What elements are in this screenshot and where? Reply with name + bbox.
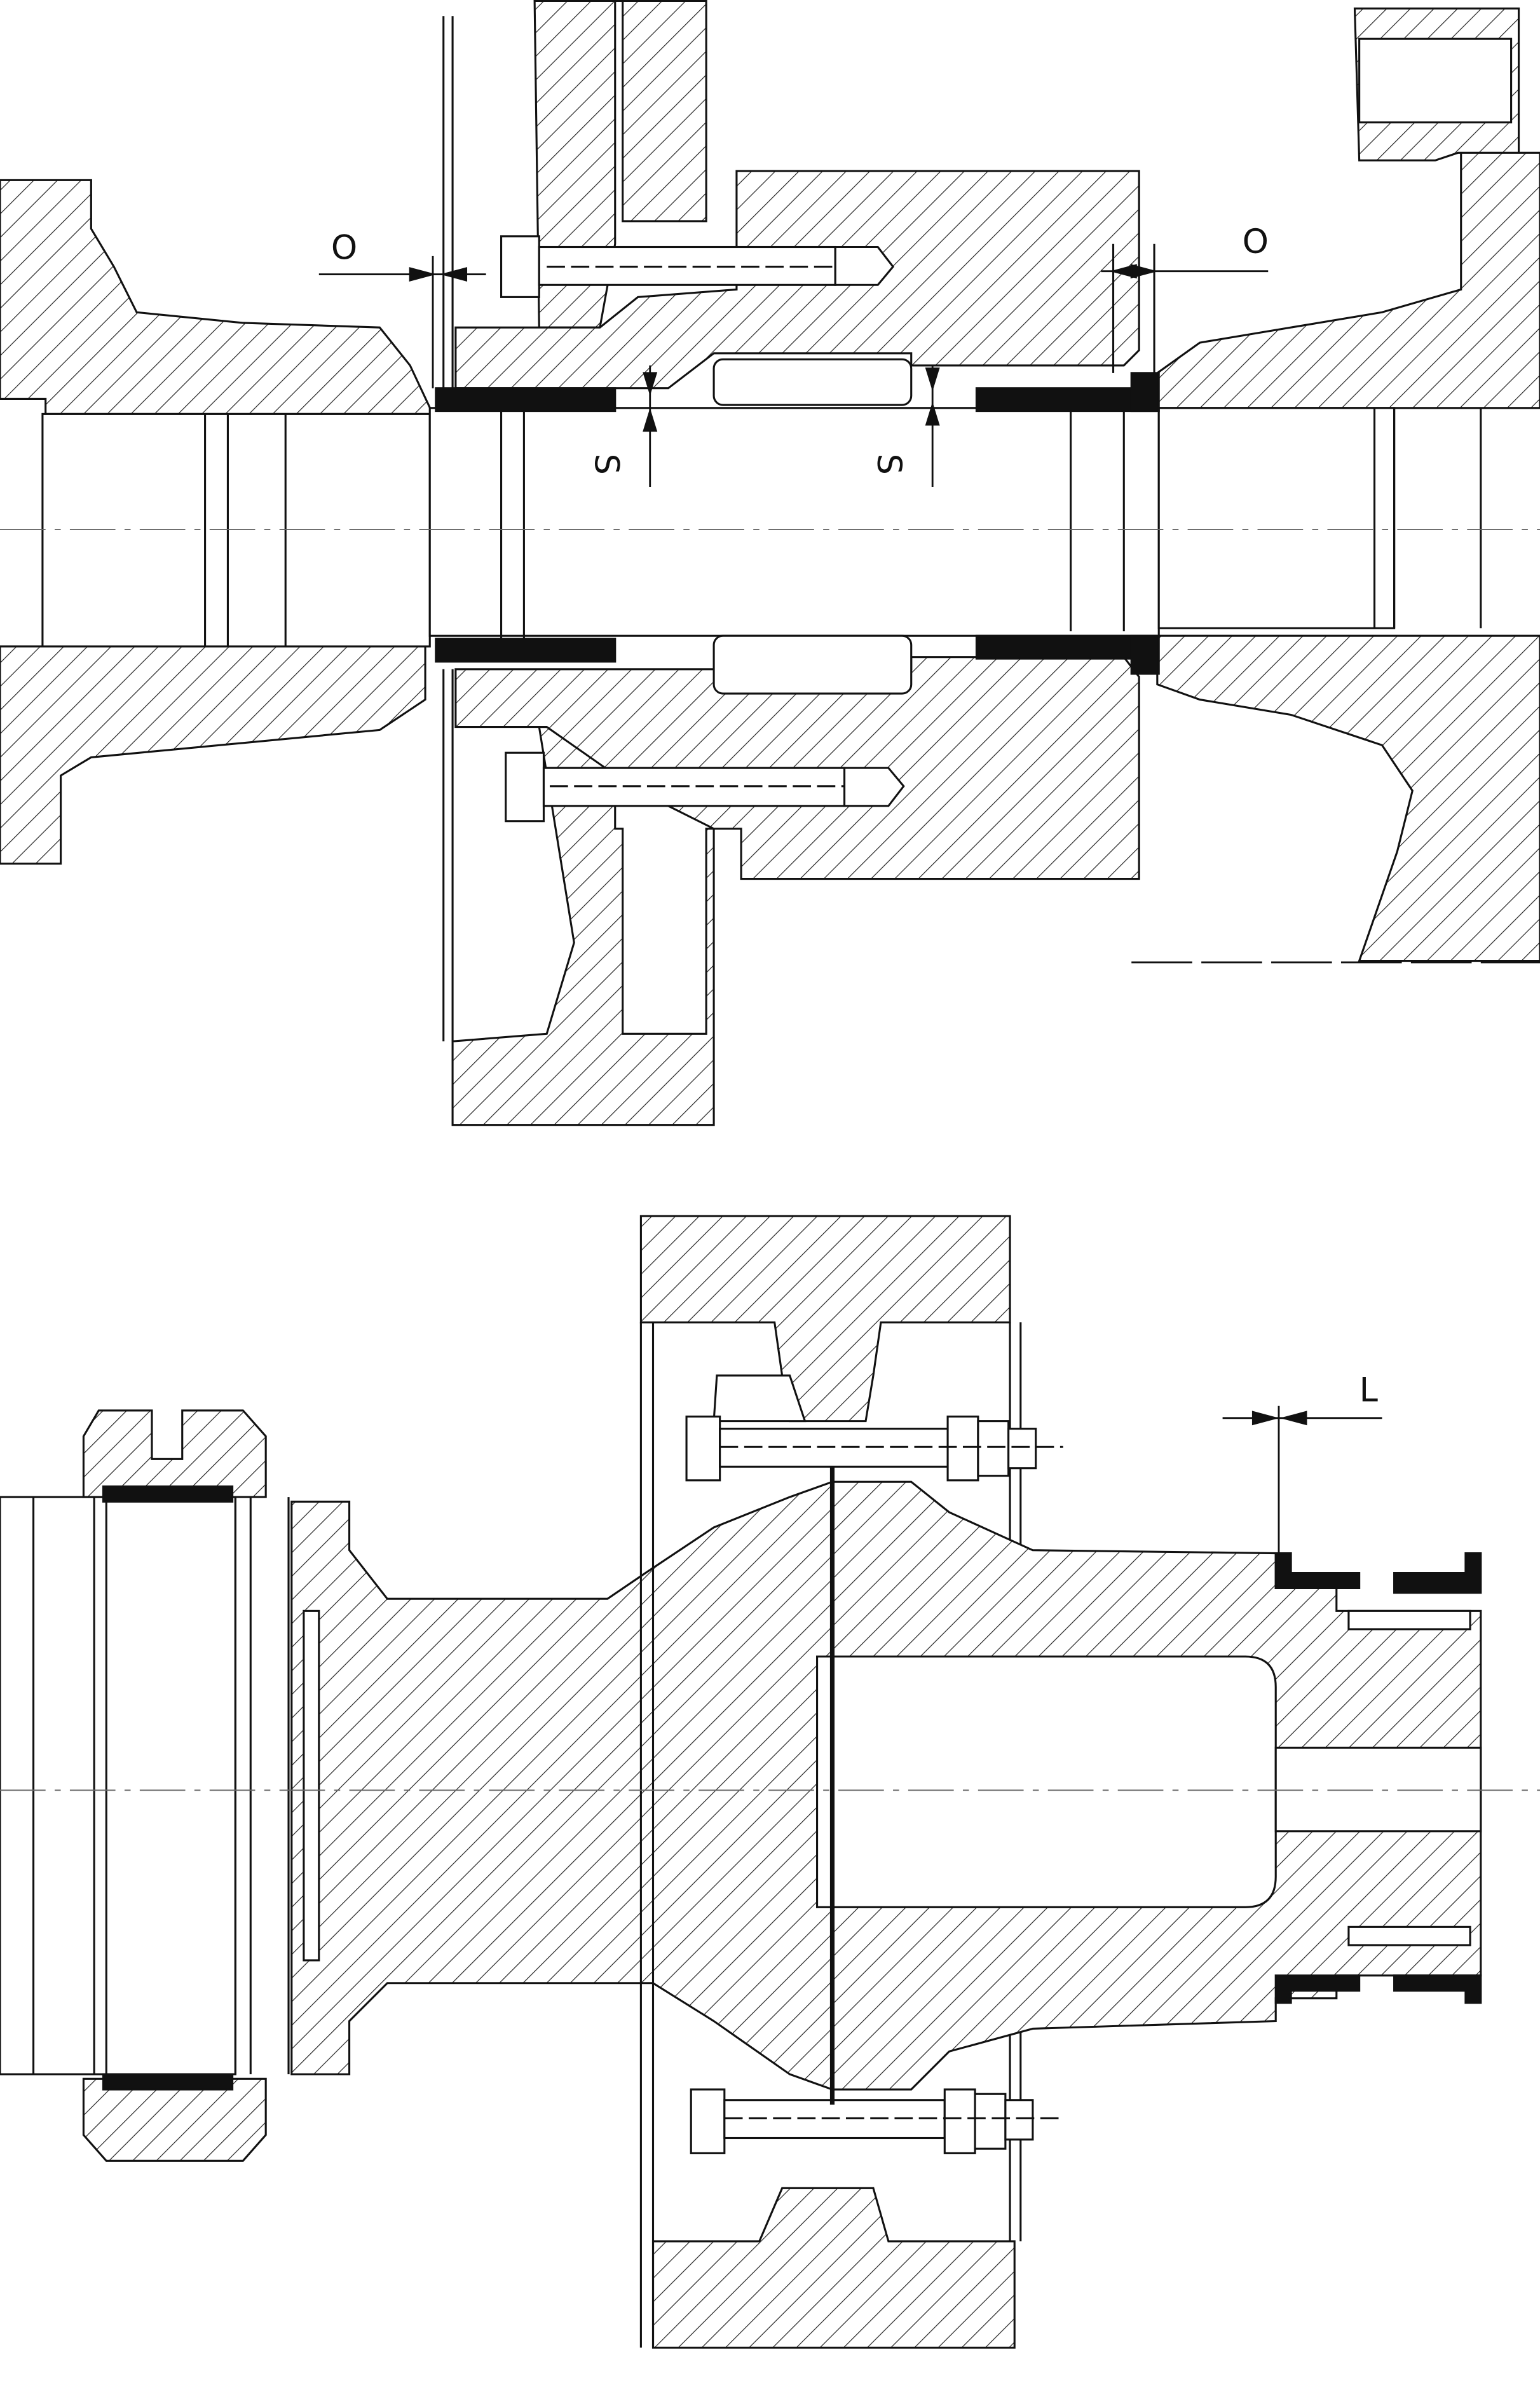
left-hub-section [290,1480,834,2091]
bottom-lower-bolt [690,2088,1063,2154]
shaft-grooves [204,407,1482,646]
bottom-dimension-l [1222,1405,1382,1554]
gap-s-left-label: S [587,453,626,474]
bottom-upper-bolt [685,1374,1063,1482]
gap-o-left-label: O [331,229,357,268]
left-flange-lower-section [451,726,715,1126]
upper-bolt [500,235,895,298]
left-shaft-lines [32,1497,290,2075]
right-hub-pins [1347,1609,1471,1946]
gap-l-label: L [1359,1371,1378,1410]
driven-shaft [41,413,431,648]
top-section-view [0,0,1540,1126]
left-housing-section [0,179,435,415]
left-ring-top-section [82,1409,267,1498]
spacer-slot-lower [712,634,913,695]
right-hub-bore [816,1655,1277,1908]
top-dimensions [318,256,1269,488]
hub-face-recess [303,1609,320,1962]
rim-bottom-section [651,2187,1016,2349]
left-shaft-body [0,1496,236,2075]
bottom-section-view [0,1215,1540,2349]
floating-shaft [428,407,1160,637]
gap-o-right-label: O [1243,222,1269,261]
right-hub-seals [1274,1552,1482,2004]
lower-bolt [505,751,905,823]
right-housing-lower-section [1156,634,1540,962]
seal-bands [435,372,1160,675]
spacer-slot-upper [712,358,913,406]
flange-plates [442,16,1155,1042]
left-ring-bottom-section [82,2077,267,2162]
gap-s-right-label: S [869,453,908,474]
right-housing-bore [1358,38,1513,124]
right-hub-pocket [1274,1746,1482,1833]
drive-shaft [1157,407,1396,629]
rim-top-section [639,1215,1011,1423]
left-housing-lower-section [0,645,426,865]
left-ring-seals [102,1485,234,2091]
